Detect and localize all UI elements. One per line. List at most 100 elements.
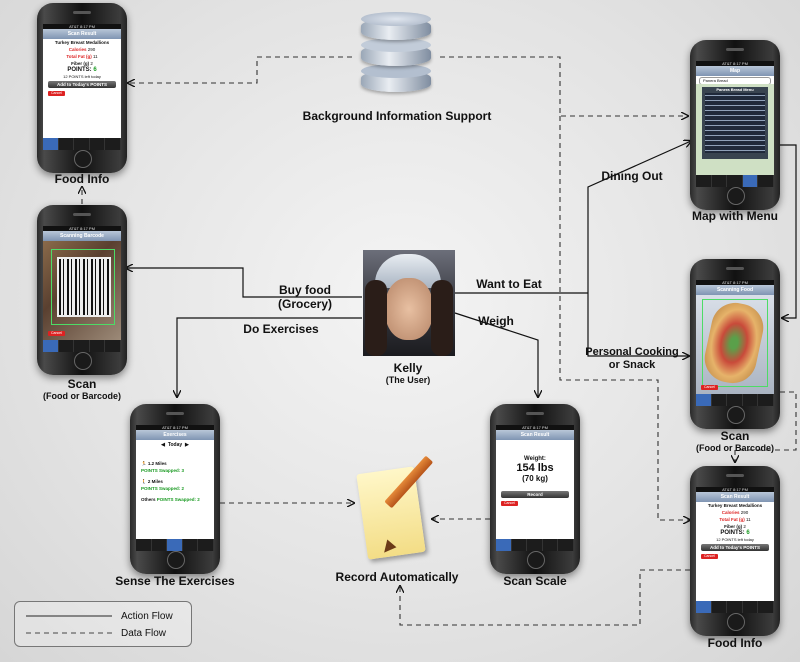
edge-label-dining-out: Dining Out [601,169,663,183]
walker-icon: 🚶 [141,479,147,484]
scan-left-sub: (Food or Barcode) [43,391,121,401]
edge-personal-cooking [587,293,689,356]
edge-weigh [454,312,538,397]
fat-label: Total Fat (g) [719,517,745,522]
phone-scale: AT&T 8:17 PM Scan Result Weight: 154 lbs… [490,404,580,574]
add-points-button[interactable]: Add to Today's POINTS [701,544,769,551]
tab-bar [43,138,121,150]
exercise-2-points: POINTS Swapped: 2 [141,486,185,491]
edge-data-to-foodinfo-bottom [559,116,690,520]
phone-exercises: AT&T 8:17 PM Exercises ◀ Today ▶ 🏃 1.2 M… [130,404,220,574]
food-info-screen: AT&T 8:17 PM Scan Result Turkey Breast M… [43,24,121,150]
tab-bar [696,394,774,406]
legend-data-flow: Data Flow [121,628,167,639]
edge-label-want-to-eat: Want to Eat [476,277,542,291]
camera-view: Cancel [696,295,774,394]
exercise-1: 1.2 Miles [147,461,167,466]
nav-title: Scan Result [496,430,574,440]
edge-dining-out [587,141,691,293]
fat-value: 11 [746,517,751,522]
scan-left-label: Scan [67,377,97,391]
legend-action-flow: Action Flow [121,611,173,622]
runner-icon: 🏃 [141,461,147,466]
fiber-value: 2 [743,524,746,529]
fiber-label: Fiber (g) [71,61,90,66]
day-label: Today [167,442,183,448]
fat-value: 11 [93,54,98,59]
calories-value: 290 [87,47,96,52]
fat-label: Total Fat (g) [66,54,92,59]
points-left: 12 POINTS left today [716,537,754,542]
fiber-value: 2 [90,61,93,66]
points-left: 12 POINTS left today [63,74,101,79]
edge-label-do-exercises: Do Exercises [243,322,319,336]
phone-map: AT&T 8:17 PM Map Panera Bread Panera Bre… [690,40,780,210]
phone-scan-right: AT&T 8:17 PM Scanning Food Cancel [690,259,780,429]
edge-label-buy-food: Buy food [279,283,331,297]
sense-exercises-label: Sense The Exercises [115,574,235,588]
phone-scan-left: AT&T 8:17 PM Scanning Barcode Cancel [37,205,127,375]
tab-bar [696,175,774,187]
camera-view: Cancel [43,241,121,340]
record-auto-label: Record Automatically [335,570,459,584]
scan-right-sub: (Food or Barcode) [696,443,774,453]
nav-title: Exercises [136,430,214,440]
food-item: Turkey Breast Medallions [707,503,763,508]
food-info-screen: AT&T 8:17 PM Scan Result Turkey Breast M… [696,487,774,613]
calories-label: Calories [68,47,87,52]
exercise-1-points: POINTS Swapped: 3 [141,468,185,473]
points-label: POINTS: [67,67,92,73]
edge-data-background-map [440,56,688,116]
points-label: POINTS: [720,530,745,536]
prev-day-icon[interactable]: ◀ [161,442,166,448]
phone-food-info-bottom: AT&T 8:17 PM Scan Result Turkey Breast M… [690,466,780,636]
edge-buy-food [126,268,362,298]
database-icon [361,10,431,100]
tab-bar [136,539,214,551]
next-day-icon[interactable]: ▶ [184,442,189,448]
fiber-label: Fiber (g) [724,524,743,529]
weight-label: Weight: [524,456,546,462]
points-value: 6 [746,530,750,536]
food-item: Turkey Breast Medallions [54,40,110,45]
menu-panel: Panera Bread Menu [702,87,768,159]
scan-scale-label: Scan Scale [503,574,567,588]
scan-barcode-screen: AT&T 8:17 PM Scanning Barcode Cancel [43,226,121,352]
nav-title: Scan Result [43,29,121,39]
food-info-bottom-label: Food Info [707,636,763,650]
calories-label: Calories [721,510,740,515]
user-name: Kelly [393,361,423,375]
user-photo [363,250,455,356]
weight-kg: (70 kg) [522,474,548,483]
edge-label-personal-cooking: Personal Cooking [585,346,679,358]
edge-data-background-foodinfo [128,56,352,83]
exercise-3: Others [141,497,156,502]
scan-right-label: Scan [720,429,750,443]
edge-data-scan-right-foodinfo [735,391,797,462]
cancel-button[interactable]: Cancel [501,501,518,506]
cancel-button[interactable]: Cancel [701,554,718,559]
edge-label-weigh: Weigh [478,314,514,328]
food-info-top-label: Food Info [54,172,110,186]
nav-title: Scanning Barcode [43,231,121,241]
scale-screen: AT&T 8:17 PM Scan Result Weight: 154 lbs… [496,425,574,551]
cancel-button[interactable]: Cancel [48,91,65,96]
notepad-pencil-icon [356,455,438,562]
points-value: 6 [93,67,97,73]
exercise-2: 2 Miles [147,479,163,484]
add-points-button[interactable]: Add to Today's POINTS [48,81,116,88]
exercises-screen: AT&T 8:17 PM Exercises ◀ Today ▶ 🏃 1.2 M… [136,425,214,551]
edge-label-grocery: (Grocery) [277,297,333,311]
legend [14,601,192,647]
nav-title: Map [696,66,774,76]
scan-food-screen: AT&T 8:17 PM Scanning Food Cancel [696,280,774,406]
map-screen: AT&T 8:17 PM Map Panera Bread Panera Bre… [696,61,774,187]
phone-food-info-top: AT&T 8:17 PM Scan Result Turkey Breast M… [37,3,127,173]
nav-title: Scan Result [696,492,774,502]
tab-bar [496,539,574,551]
edge-map-to-scan [779,144,797,318]
record-button[interactable]: Record [501,491,569,498]
menu-title: Panera Bread Menu [716,87,754,92]
